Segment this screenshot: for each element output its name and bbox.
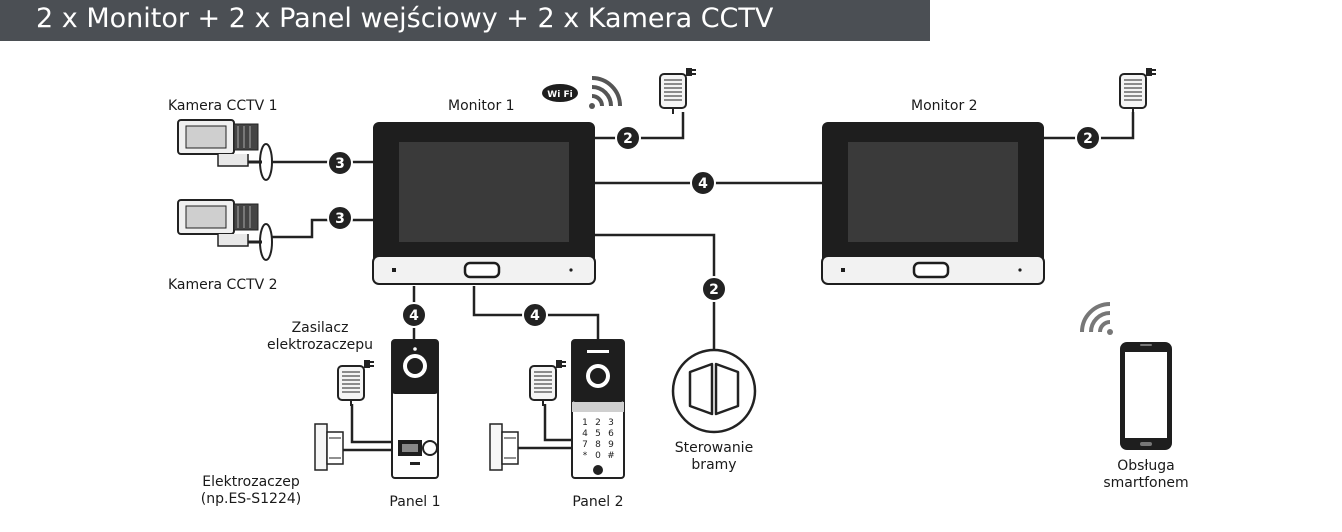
label-panel-1: Panel 1 [389, 494, 441, 510]
smartphone-icon [1120, 342, 1172, 450]
keypad-key: 9 [608, 440, 614, 450]
panel-1-lock-psu [337, 359, 375, 407]
label-electric-lock: Elektrozaczep (np.ES-S1224) [188, 474, 314, 508]
keypad-key: 6 [608, 429, 614, 439]
badge-monitor2-psu: 2 [1075, 125, 1101, 151]
keypad-key: * [583, 451, 588, 461]
electric-lock-2 [489, 423, 519, 471]
label-lock-psu-line2: elektrozaczepu [266, 337, 374, 353]
svg-text:4: 4 [698, 176, 708, 192]
label-lock-psu-line1: Zasilacz [291, 320, 349, 336]
svg-text:2: 2 [709, 282, 719, 298]
svg-text:3: 3 [335, 211, 345, 227]
keypad-key: 1 [582, 418, 588, 428]
keypad-key: 3 [608, 418, 614, 428]
panel-1-device [391, 339, 439, 479]
wifi-signal-phone-icon [1080, 302, 1113, 335]
monitor-1-psu [659, 67, 697, 115]
badge-monitor1-panel2: 4 [522, 302, 548, 328]
keypad-key: 4 [582, 429, 588, 439]
label-lock-line1: Elektrozaczep [202, 474, 300, 490]
wifi-signal-icon [589, 76, 622, 109]
badge-cam1-monitor1: 3 [327, 150, 353, 176]
keypad-key: 0 [595, 451, 601, 461]
label-camera-1: Kamera CCTV 1 [168, 98, 278, 114]
panel-2-lock-psu [529, 359, 567, 407]
keypad-key: 8 [595, 440, 601, 450]
page-title: 2 x Monitor + 2 x Panel wejściowy + 2 x … [36, 3, 774, 34]
label-camera-2: Kamera CCTV 2 [168, 277, 278, 293]
wifi-badge-icon: Wi Fi [542, 84, 578, 102]
gate-control-icon [671, 348, 757, 434]
svg-text:2: 2 [623, 131, 633, 147]
camera-1-device [176, 118, 274, 182]
label-lock-line2: (np.ES-S1224) [200, 491, 302, 507]
badge-monitor1-panel1: 4 [401, 302, 427, 328]
badge-cam2-monitor1: 3 [327, 205, 353, 231]
badge-monitor1-psu: 2 [615, 125, 641, 151]
svg-text:4: 4 [530, 308, 540, 324]
label-panel-2: Panel 2 [572, 494, 624, 510]
label-gate-control: Sterowanie bramy [664, 440, 764, 474]
label-phone-line2: smartfonem [1103, 475, 1189, 491]
label-monitor-2: Monitor 2 [911, 98, 978, 114]
badge-monitor1-monitor2: 4 [690, 170, 716, 196]
keypad-key: 2 [595, 418, 601, 428]
keypad-key: # [607, 451, 615, 461]
label-phone-line1: Obsługa [1117, 458, 1175, 474]
label-smartphone: Obsługa smartfonem [1096, 458, 1196, 492]
camera-2-device [176, 198, 274, 262]
monitor-2-device [820, 120, 1046, 286]
label-gate-line2: bramy [691, 457, 737, 473]
svg-text:4: 4 [409, 308, 419, 324]
label-lock-psu: Zasilacz elektrozaczepu [262, 320, 378, 354]
electric-lock-1 [314, 423, 344, 471]
title-bar: 2 x Monitor + 2 x Panel wejściowy + 2 x … [0, 0, 930, 41]
monitor-2-psu [1119, 67, 1157, 115]
monitor-1-device [371, 120, 597, 286]
label-monitor-1: Monitor 1 [448, 98, 515, 114]
badge-monitor1-gate: 2 [701, 276, 727, 302]
svg-text:3: 3 [335, 156, 345, 172]
keypad-key: 7 [582, 440, 588, 450]
label-gate-line1: Sterowanie [674, 440, 754, 456]
keypad-key: 5 [595, 429, 601, 439]
svg-text:2: 2 [1083, 131, 1093, 147]
svg-text:Wi Fi: Wi Fi [547, 90, 572, 100]
